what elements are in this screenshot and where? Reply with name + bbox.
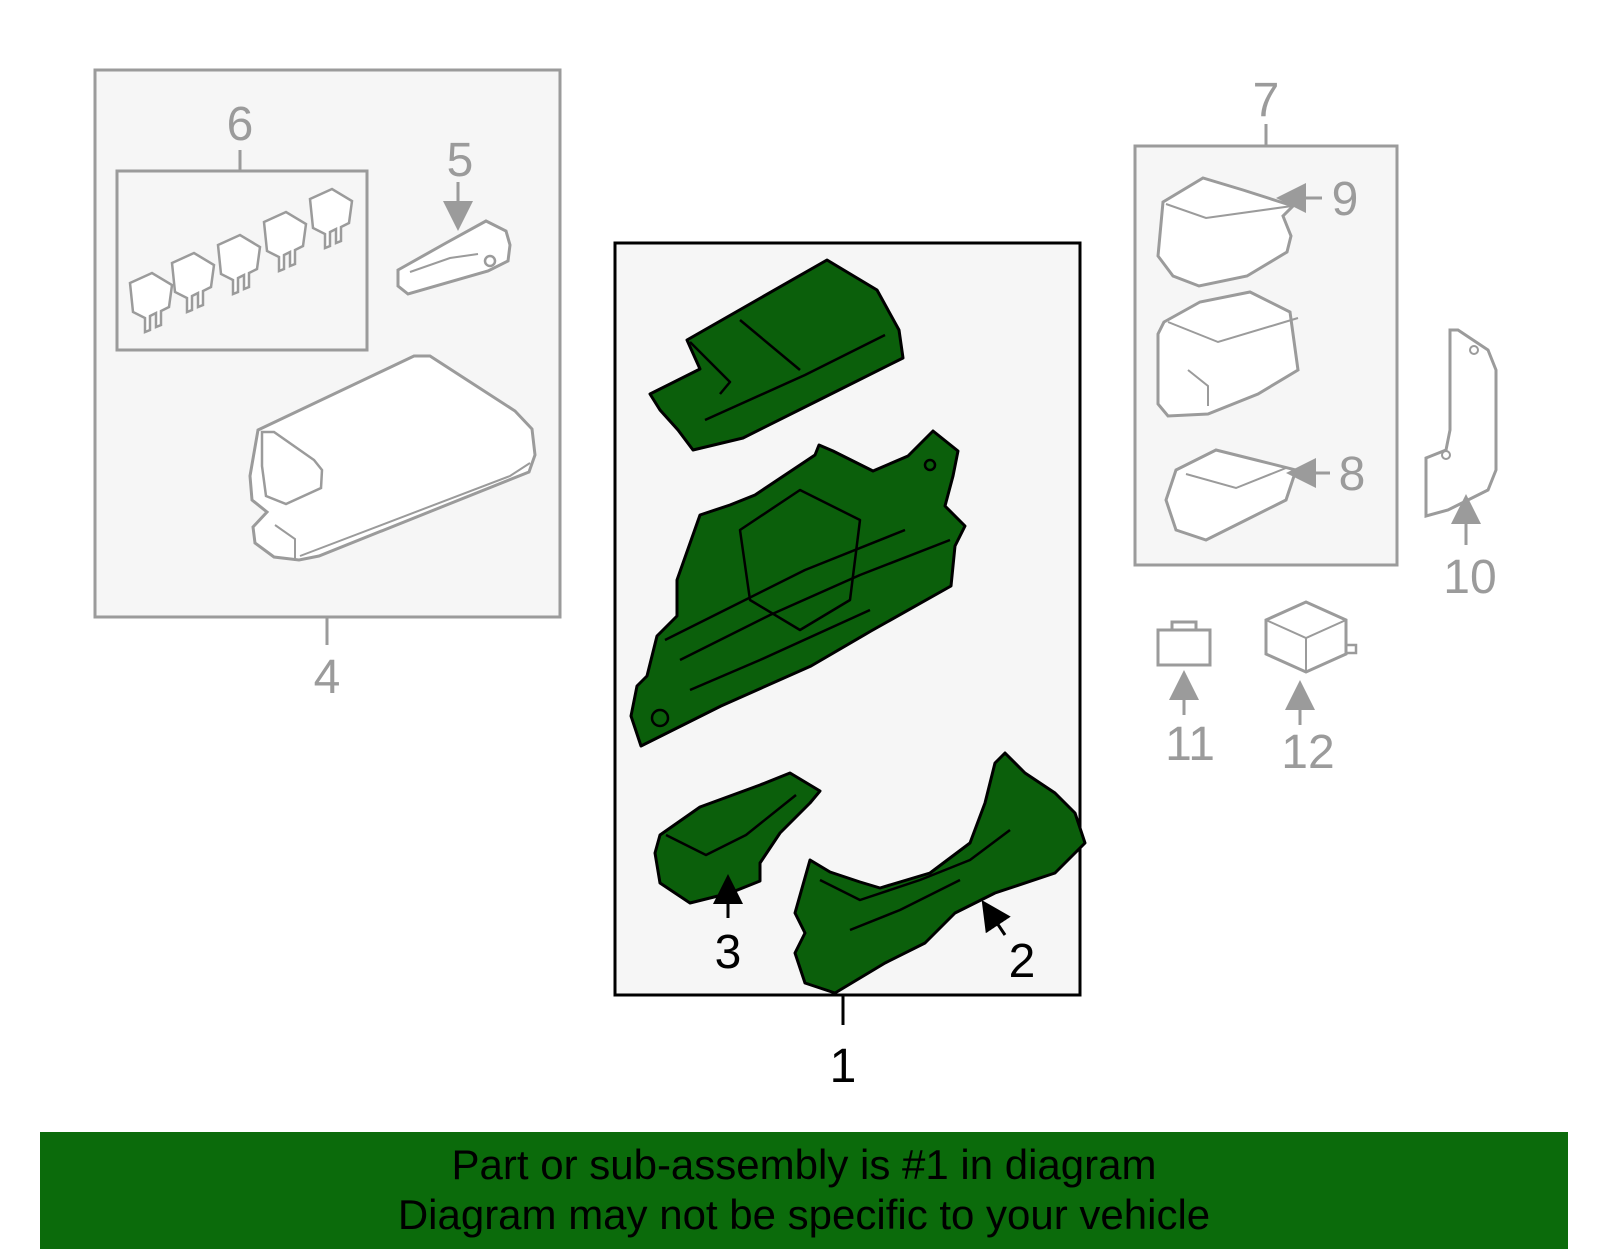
part-3-bracket — [653, 771, 822, 918]
callout-10: 10 — [1443, 551, 1496, 604]
fuse-icon — [128, 187, 354, 334]
callout-2: 2 — [1009, 935, 1036, 988]
callout-3: 3 — [715, 926, 742, 979]
part-5-bracket — [396, 182, 512, 296]
part-1-upper-cover — [648, 258, 905, 452]
part-1-main-body — [629, 429, 967, 748]
callout-7: 7 — [1253, 74, 1280, 127]
group-6-fuses — [115, 150, 369, 352]
callout-8: 8 — [1339, 448, 1366, 501]
callout-12: 12 — [1281, 726, 1334, 779]
group-4-box — [93, 68, 562, 645]
part-8-fuse-base — [1164, 448, 1330, 542]
part-12-relay — [1264, 600, 1358, 725]
info-banner: Part or sub-assembly is #1 in diagram Di… — [40, 1132, 1568, 1249]
callout-6: 6 — [227, 98, 254, 151]
callout-9: 9 — [1332, 173, 1359, 226]
banner-line-1: Part or sub-assembly is #1 in diagram — [451, 1141, 1157, 1188]
callout-5: 5 — [447, 134, 474, 187]
callout-4: 4 — [314, 651, 341, 704]
callout-1: 1 — [830, 1040, 857, 1093]
banner-line-2: Diagram may not be specific to your vehi… — [397, 1191, 1211, 1238]
callout-11: 11 — [1165, 718, 1215, 771]
part-10-bracket — [1424, 328, 1498, 545]
part-2-bracket — [793, 751, 1087, 995]
part-11-fuse — [1156, 620, 1212, 715]
part-9-relay-box — [1156, 176, 1322, 288]
part-4-cover — [248, 354, 537, 562]
part-7-fuse-block — [1156, 290, 1300, 418]
